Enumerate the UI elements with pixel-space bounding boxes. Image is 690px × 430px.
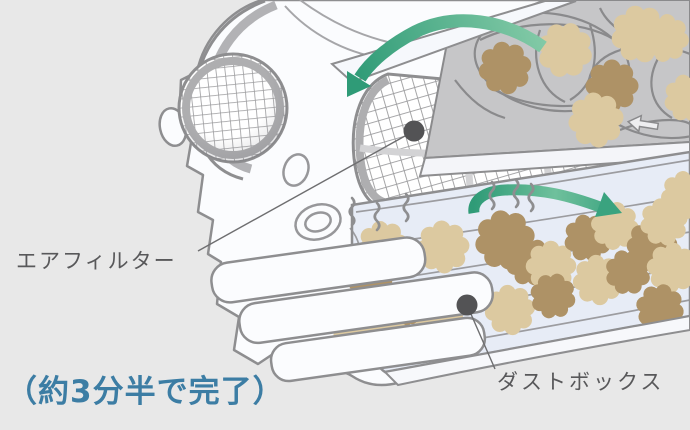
body-detail-rings: [282, 153, 342, 241]
air-filter-dot: [403, 120, 425, 142]
callouts: [197, 120, 496, 370]
dust-box-leader-line: [466, 304, 496, 370]
airflow-arrow-top-icon: [347, 14, 547, 97]
dust-box-dot: [456, 294, 478, 316]
duration-caption: （約3分半で完了）: [6, 374, 285, 410]
dust-box-label: ダストボックス: [497, 370, 665, 394]
airflow-arrow-mid-icon: [468, 184, 622, 217]
air-filter-label: エアフィルター: [16, 249, 177, 273]
dust-box-lid-edge: [418, 140, 690, 178]
filter-drum-end: [158, 0, 289, 181]
air-filter-leader-line: [197, 130, 415, 252]
dust-box-bottom-lip: [382, 314, 690, 387]
louver-bars: [210, 236, 494, 383]
panel-direction-arrow-icon: [626, 114, 660, 133]
